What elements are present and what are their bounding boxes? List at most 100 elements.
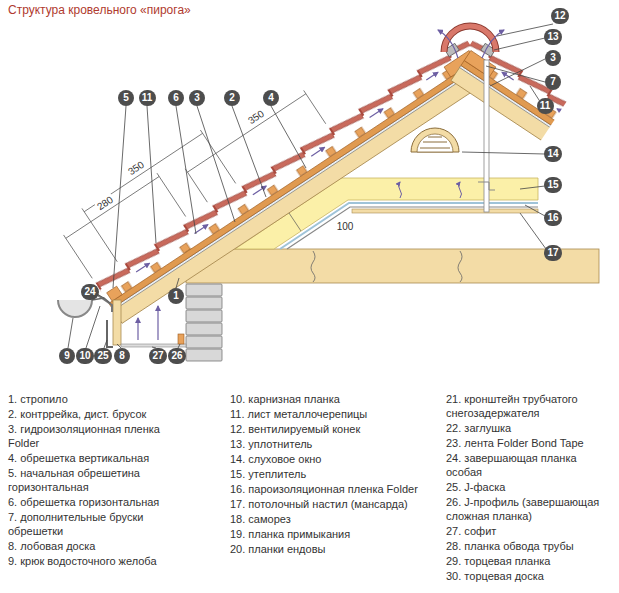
callout-number: 14 xyxy=(547,149,558,159)
legend-column: 1. стропило2. контррейка, дист. брусок3.… xyxy=(8,392,186,569)
callout-number: 11 xyxy=(540,101,551,111)
part-name: 9. крюк водосточного желоба xyxy=(8,554,186,568)
part-name: 5. начальная обрешетина горизонтальная xyxy=(8,466,186,494)
callout-number: 25 xyxy=(97,351,108,361)
callout-circle: 6 xyxy=(168,90,184,106)
callout-circle: 27 xyxy=(149,348,167,364)
leader-line xyxy=(271,106,306,168)
dimension-line xyxy=(187,94,305,172)
vapor-barrier xyxy=(287,207,538,249)
callout-number: 6 xyxy=(173,93,179,103)
part-name: 30. торцевая доска xyxy=(446,569,614,583)
part-name: 4. обрешетка вертикальная xyxy=(8,451,186,465)
dormer-opening xyxy=(417,134,453,152)
callout-number: 17 xyxy=(547,248,558,258)
brick xyxy=(186,310,222,322)
leader-line xyxy=(525,205,545,216)
callout-number: 10 xyxy=(79,351,90,361)
callout-circle: 8 xyxy=(114,348,130,364)
callout-circle: 15 xyxy=(544,177,562,193)
ridge-airflow xyxy=(438,30,504,58)
callout-number: 8 xyxy=(119,351,125,361)
leader-line xyxy=(176,278,179,288)
part-name: 21. кронштейн трубчатого снегозадержател… xyxy=(446,392,614,420)
break-mark xyxy=(458,251,462,282)
dimension-line xyxy=(66,176,159,238)
part-name: 14. слуховое окно xyxy=(230,452,430,466)
extension-line xyxy=(200,130,235,183)
callout-number: 24 xyxy=(84,287,95,297)
callout-number: 3 xyxy=(194,93,200,103)
extension-line xyxy=(157,173,186,216)
callout-number: 4 xyxy=(268,93,274,103)
leader-line xyxy=(113,106,126,288)
dimension-line xyxy=(289,213,301,231)
dormer-window xyxy=(411,128,459,152)
brick xyxy=(186,284,222,296)
vapor-arrow xyxy=(399,182,402,198)
part-name: 19. планка примыкания xyxy=(230,527,430,541)
leader-line xyxy=(197,106,235,222)
callout-number: 13 xyxy=(547,32,558,42)
ridge-cap xyxy=(444,26,496,52)
dimension-lines xyxy=(57,70,326,278)
callout-number: 1 xyxy=(173,291,179,301)
part-name: 8. лобовая доска xyxy=(8,539,186,553)
louver xyxy=(428,137,442,138)
callout-circle: 4 xyxy=(263,90,279,106)
soffit xyxy=(121,344,186,347)
j-bevel xyxy=(107,320,113,347)
part-name: 7. дополнительные бруски обрешетки xyxy=(8,510,186,538)
break-mark xyxy=(311,251,315,282)
gutter xyxy=(58,300,92,317)
callout-circle: 9 xyxy=(59,348,75,364)
callout-circle: 25 xyxy=(94,348,112,364)
airflow-arrow xyxy=(438,30,458,58)
leader-line xyxy=(147,106,156,243)
part-name: 2. контррейка, дист. брусок xyxy=(8,407,186,421)
legend-column: 10. карнизная планка11. лист металлочере… xyxy=(230,392,430,557)
post xyxy=(484,60,489,212)
diagram-title: Структура кровельного «пирога» xyxy=(8,3,191,17)
callout-circle: 5 xyxy=(118,90,134,106)
leader-line xyxy=(104,340,107,348)
leader-line xyxy=(232,106,266,197)
dimension-label: 280 xyxy=(94,193,116,212)
callout-circle: 11 xyxy=(139,90,156,106)
callout-circle: 16 xyxy=(544,210,562,226)
leader-line xyxy=(530,86,539,100)
dimension-label: 100 xyxy=(336,221,355,232)
callout-circle: 24 xyxy=(81,284,99,300)
brick xyxy=(186,336,222,348)
callout-circle: 10 xyxy=(76,348,94,364)
dimension-label: 350 xyxy=(125,158,147,177)
callout-number: 12 xyxy=(554,11,565,21)
callout-number: 7 xyxy=(550,77,556,87)
callout-circle: 3 xyxy=(189,90,205,106)
part-name: 25. J-фаска xyxy=(446,480,614,494)
right-slope xyxy=(448,35,619,323)
callout-number: 9 xyxy=(64,351,70,361)
callout-number: 5 xyxy=(123,93,129,103)
part-name: 22. заглушка xyxy=(446,421,614,435)
callout-number: 3 xyxy=(550,53,556,63)
part-name: 20. планки ендовы xyxy=(230,542,430,556)
leader-line xyxy=(462,152,545,154)
fascia-board xyxy=(113,300,121,345)
brick xyxy=(186,297,222,309)
airflow-arrow xyxy=(137,318,138,340)
slope-layers xyxy=(448,35,580,165)
part-name: 12. вентилируемый конек xyxy=(230,422,430,436)
part-name: 24. завершающая планка особая xyxy=(446,451,614,479)
leader-line xyxy=(494,38,545,50)
leader-line xyxy=(86,306,100,348)
post-bracket xyxy=(478,182,495,190)
part-name: 1. стропило xyxy=(8,392,186,406)
louver xyxy=(423,142,447,143)
part-name: 27. софит xyxy=(446,524,614,538)
legend-column: 21. кронштейн трубчатого снегозадержател… xyxy=(446,392,614,584)
slope-layers xyxy=(93,35,492,323)
eave-airflow xyxy=(138,306,158,340)
callout-number: 11 xyxy=(142,93,153,103)
part-name: 23. лента Folder Bond Tape xyxy=(446,436,614,450)
